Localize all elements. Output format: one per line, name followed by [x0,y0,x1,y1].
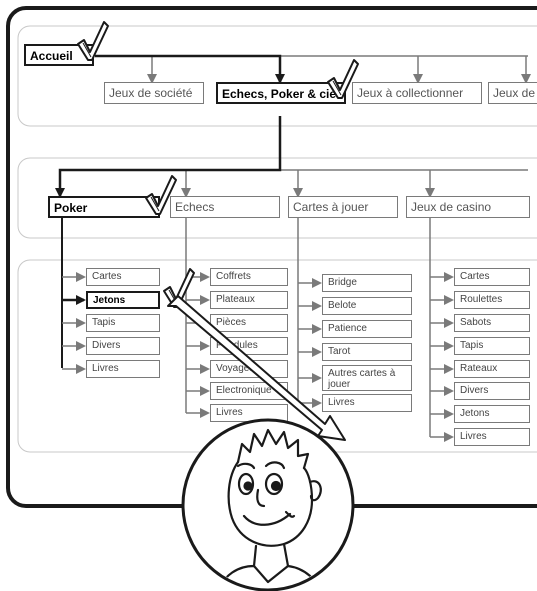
leaf-label: Livres [328,397,355,408]
leaf-echecs-electronique[interactable]: Electronique [210,382,288,400]
node-level2-echecs[interactable]: Echecs [170,196,280,218]
panel-level1 [17,25,537,127]
level1-connectors [95,54,531,84]
panel-level3 [17,259,537,453]
leaf-label: Tapis [92,317,116,328]
leaf-poker-cartes[interactable]: Cartes [86,268,160,286]
leaf-casino-sabots[interactable]: Sabots [454,314,530,332]
leaf-cartes-autres[interactable]: Autres cartes à jouer [322,365,412,391]
leaf-label: Voyages [216,363,255,374]
leaf-label: Jetons [460,408,490,419]
leaf-casino-cartes[interactable]: Cartes [454,268,530,286]
node-label: Jeux de [493,86,536,100]
leaf-label: Divers [92,340,121,351]
leaf-label: Roulettes [460,294,503,305]
node-label: Jeux de casino [411,200,492,214]
node-label: Jeux de société [109,86,193,100]
leaf-label: Pendules [216,340,258,351]
leaf-poker-divers[interactable]: Divers [86,337,160,355]
leaf-poker-jetons[interactable]: Jetons [86,291,160,309]
node-root[interactable]: Accueil [24,44,94,66]
leaf-label: Electronique [216,385,272,396]
leaf-echecs-pieces[interactable]: Pièces [210,314,288,332]
node-label: Echecs, Poker & cie [222,87,337,101]
leaf-label: Tarot [328,346,351,357]
leaf-label: Sabots [460,317,492,328]
leaf-echecs-coffrets[interactable]: Coffrets [210,268,288,286]
node-level1-collectionner[interactable]: Jeux à collectionner [352,82,482,104]
leaf-cartes-livres[interactable]: Livres [322,394,412,412]
leaf-casino-rateaux[interactable]: Rateaux [454,360,530,378]
leaf-label: Livres [460,431,487,442]
leaf-echecs-voyages[interactable]: Voyages [210,360,288,378]
leaf-cartes-bridge[interactable]: Bridge [322,274,412,292]
leaf-label: Livres [216,407,243,418]
node-label: Jeux à collectionner [357,86,464,100]
node-level1-echecs-poker[interactable]: Echecs, Poker & cie [216,82,346,104]
leaf-label: Rateaux [460,363,498,374]
leaf-cartes-patience[interactable]: Patience [322,320,412,338]
node-level2-casino[interactable]: Jeux de casino [406,196,530,218]
panel-level2 [17,157,537,239]
leaf-poker-tapis[interactable]: Tapis [86,314,160,332]
node-root-label: Accueil [30,49,73,63]
leaf-echecs-plateaux[interactable]: Plateaux [210,291,288,309]
leaf-label: Belote [328,300,357,311]
leaf-echecs-livres[interactable]: Livres [210,404,288,422]
leaf-casino-jetons[interactable]: Jetons [454,405,530,423]
leaf-cartes-belote[interactable]: Belote [322,297,412,315]
leaf-cartes-tarot[interactable]: Tarot [322,343,412,361]
level2-connectors [55,116,528,198]
leaf-label: Cartes [92,271,122,282]
node-label: Echecs [175,200,215,214]
leaf-label: Coffrets [216,271,251,282]
leaf-label: Divers [460,385,489,396]
leaf-label: Livres [92,363,119,374]
leaf-echecs-pendules[interactable]: Pendules [210,337,288,355]
leaf-casino-livres[interactable]: Livres [454,428,530,446]
leaf-poker-livres[interactable]: Livres [86,360,160,378]
leaf-label: Jetons [93,295,126,306]
leaf-label: Autres cartes à jouer [328,368,396,390]
leaf-label: Bridge [328,277,357,288]
leaf-label: Pièces [216,317,247,328]
leaf-label: Tapis [460,340,484,351]
leaf-label: Plateaux [216,294,255,305]
node-level2-cartes[interactable]: Cartes à jouer [288,196,398,218]
leaf-casino-tapis[interactable]: Tapis [454,337,530,355]
node-level1-societe[interactable]: Jeux de société [104,82,204,104]
leaf-casino-divers[interactable]: Divers [454,382,530,400]
leaf-label: Cartes [460,271,490,282]
node-level1-jeux-de[interactable]: Jeux de [488,82,537,104]
node-label: Cartes à jouer [293,200,369,214]
node-level2-poker[interactable]: Poker [48,196,160,218]
leaf-casino-roulettes[interactable]: Roulettes [454,291,530,309]
leaf-label: Patience [328,323,367,334]
node-label: Poker [54,201,88,215]
